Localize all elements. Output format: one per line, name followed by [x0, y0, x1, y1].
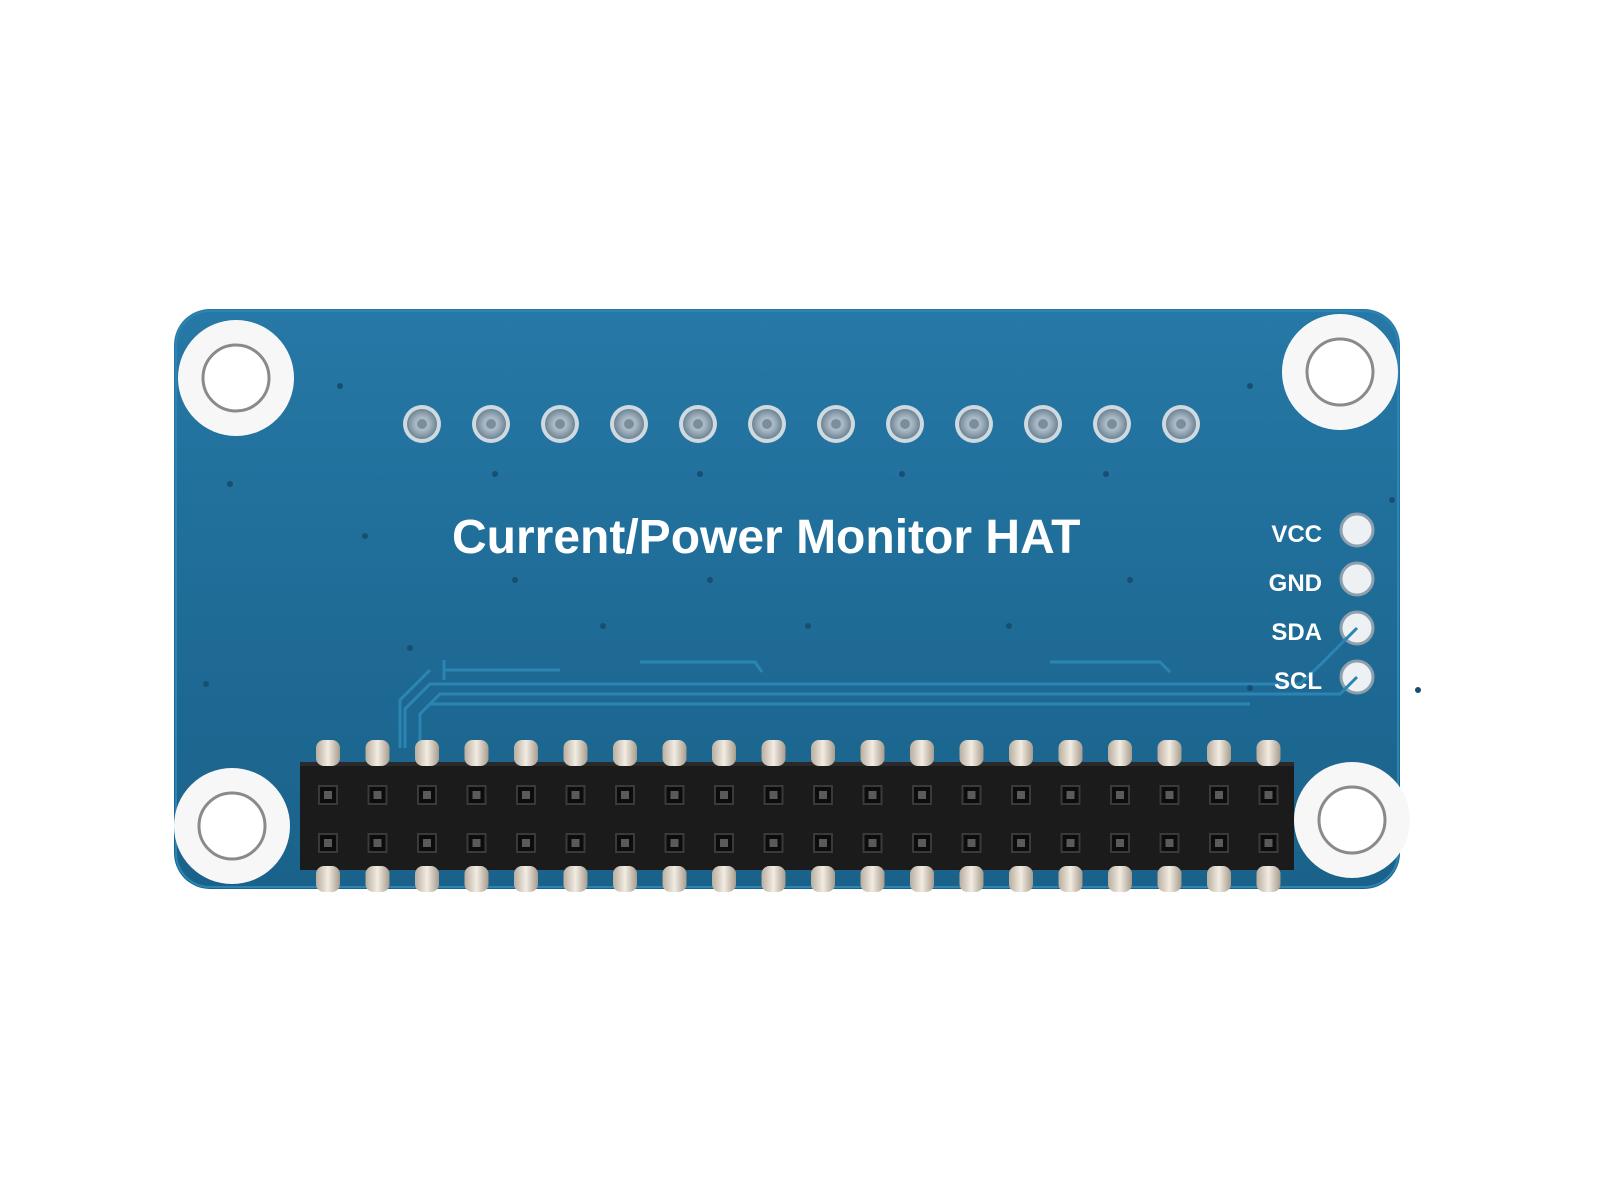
- header-pin-pair: [761, 740, 786, 892]
- header-pin-pair: [1108, 740, 1132, 892]
- gpio-header: [300, 762, 1294, 870]
- mounting-hole: [1294, 762, 1410, 878]
- header-pin-pair: [1207, 740, 1231, 892]
- solder-pad: [1024, 405, 1062, 443]
- header-pin-pair: [1058, 740, 1083, 892]
- header-pin-pair: [860, 740, 885, 892]
- solder-pad-row: [403, 405, 1200, 443]
- header-pin-pair: [464, 740, 489, 892]
- header-pin-pair: [563, 740, 588, 892]
- header-pin-pair: [662, 740, 687, 892]
- pcb-traces: [398, 626, 1359, 748]
- solder-pad: [1162, 405, 1200, 443]
- pin-label-scl: SCL: [1274, 668, 1322, 695]
- header-pin-pair: [1009, 740, 1033, 892]
- mounting-hole: [1282, 314, 1398, 430]
- header-pin-pair: [1157, 740, 1182, 892]
- solder-pad: [610, 405, 648, 443]
- via-dots: [203, 383, 1421, 693]
- header-pin-pair: [415, 740, 439, 892]
- header-pin-pair: [811, 740, 835, 892]
- pin-label-sda: SDA: [1271, 619, 1322, 646]
- header-pin-pair: [613, 740, 637, 892]
- solder-pad: [472, 405, 510, 443]
- solder-pad: [748, 405, 786, 443]
- mounting-hole: [178, 320, 294, 436]
- solder-pad: [541, 405, 579, 443]
- solder-pad: [1093, 405, 1131, 443]
- solder-pad: [679, 405, 717, 443]
- mounting-hole: [174, 768, 290, 884]
- header-pin-pair: [959, 740, 984, 892]
- gpio-header-pins: [316, 740, 1281, 892]
- solder-pad: [817, 405, 855, 443]
- header-pin-pair: [910, 740, 934, 892]
- header-pin-pair: [316, 740, 340, 892]
- solder-pad: [886, 405, 924, 443]
- board-title: Current/Power Monitor HAT: [452, 511, 1081, 564]
- header-pin-pair: [365, 740, 390, 892]
- header-pin-pair: [514, 740, 538, 892]
- solder-pad: [403, 405, 441, 443]
- pin-label-vcc: VCC: [1271, 521, 1322, 548]
- solder-pad: [955, 405, 993, 443]
- pin-label-gnd: GND: [1268, 570, 1322, 597]
- header-pin-pair: [712, 740, 736, 892]
- header-pin-pair: [1256, 740, 1281, 892]
